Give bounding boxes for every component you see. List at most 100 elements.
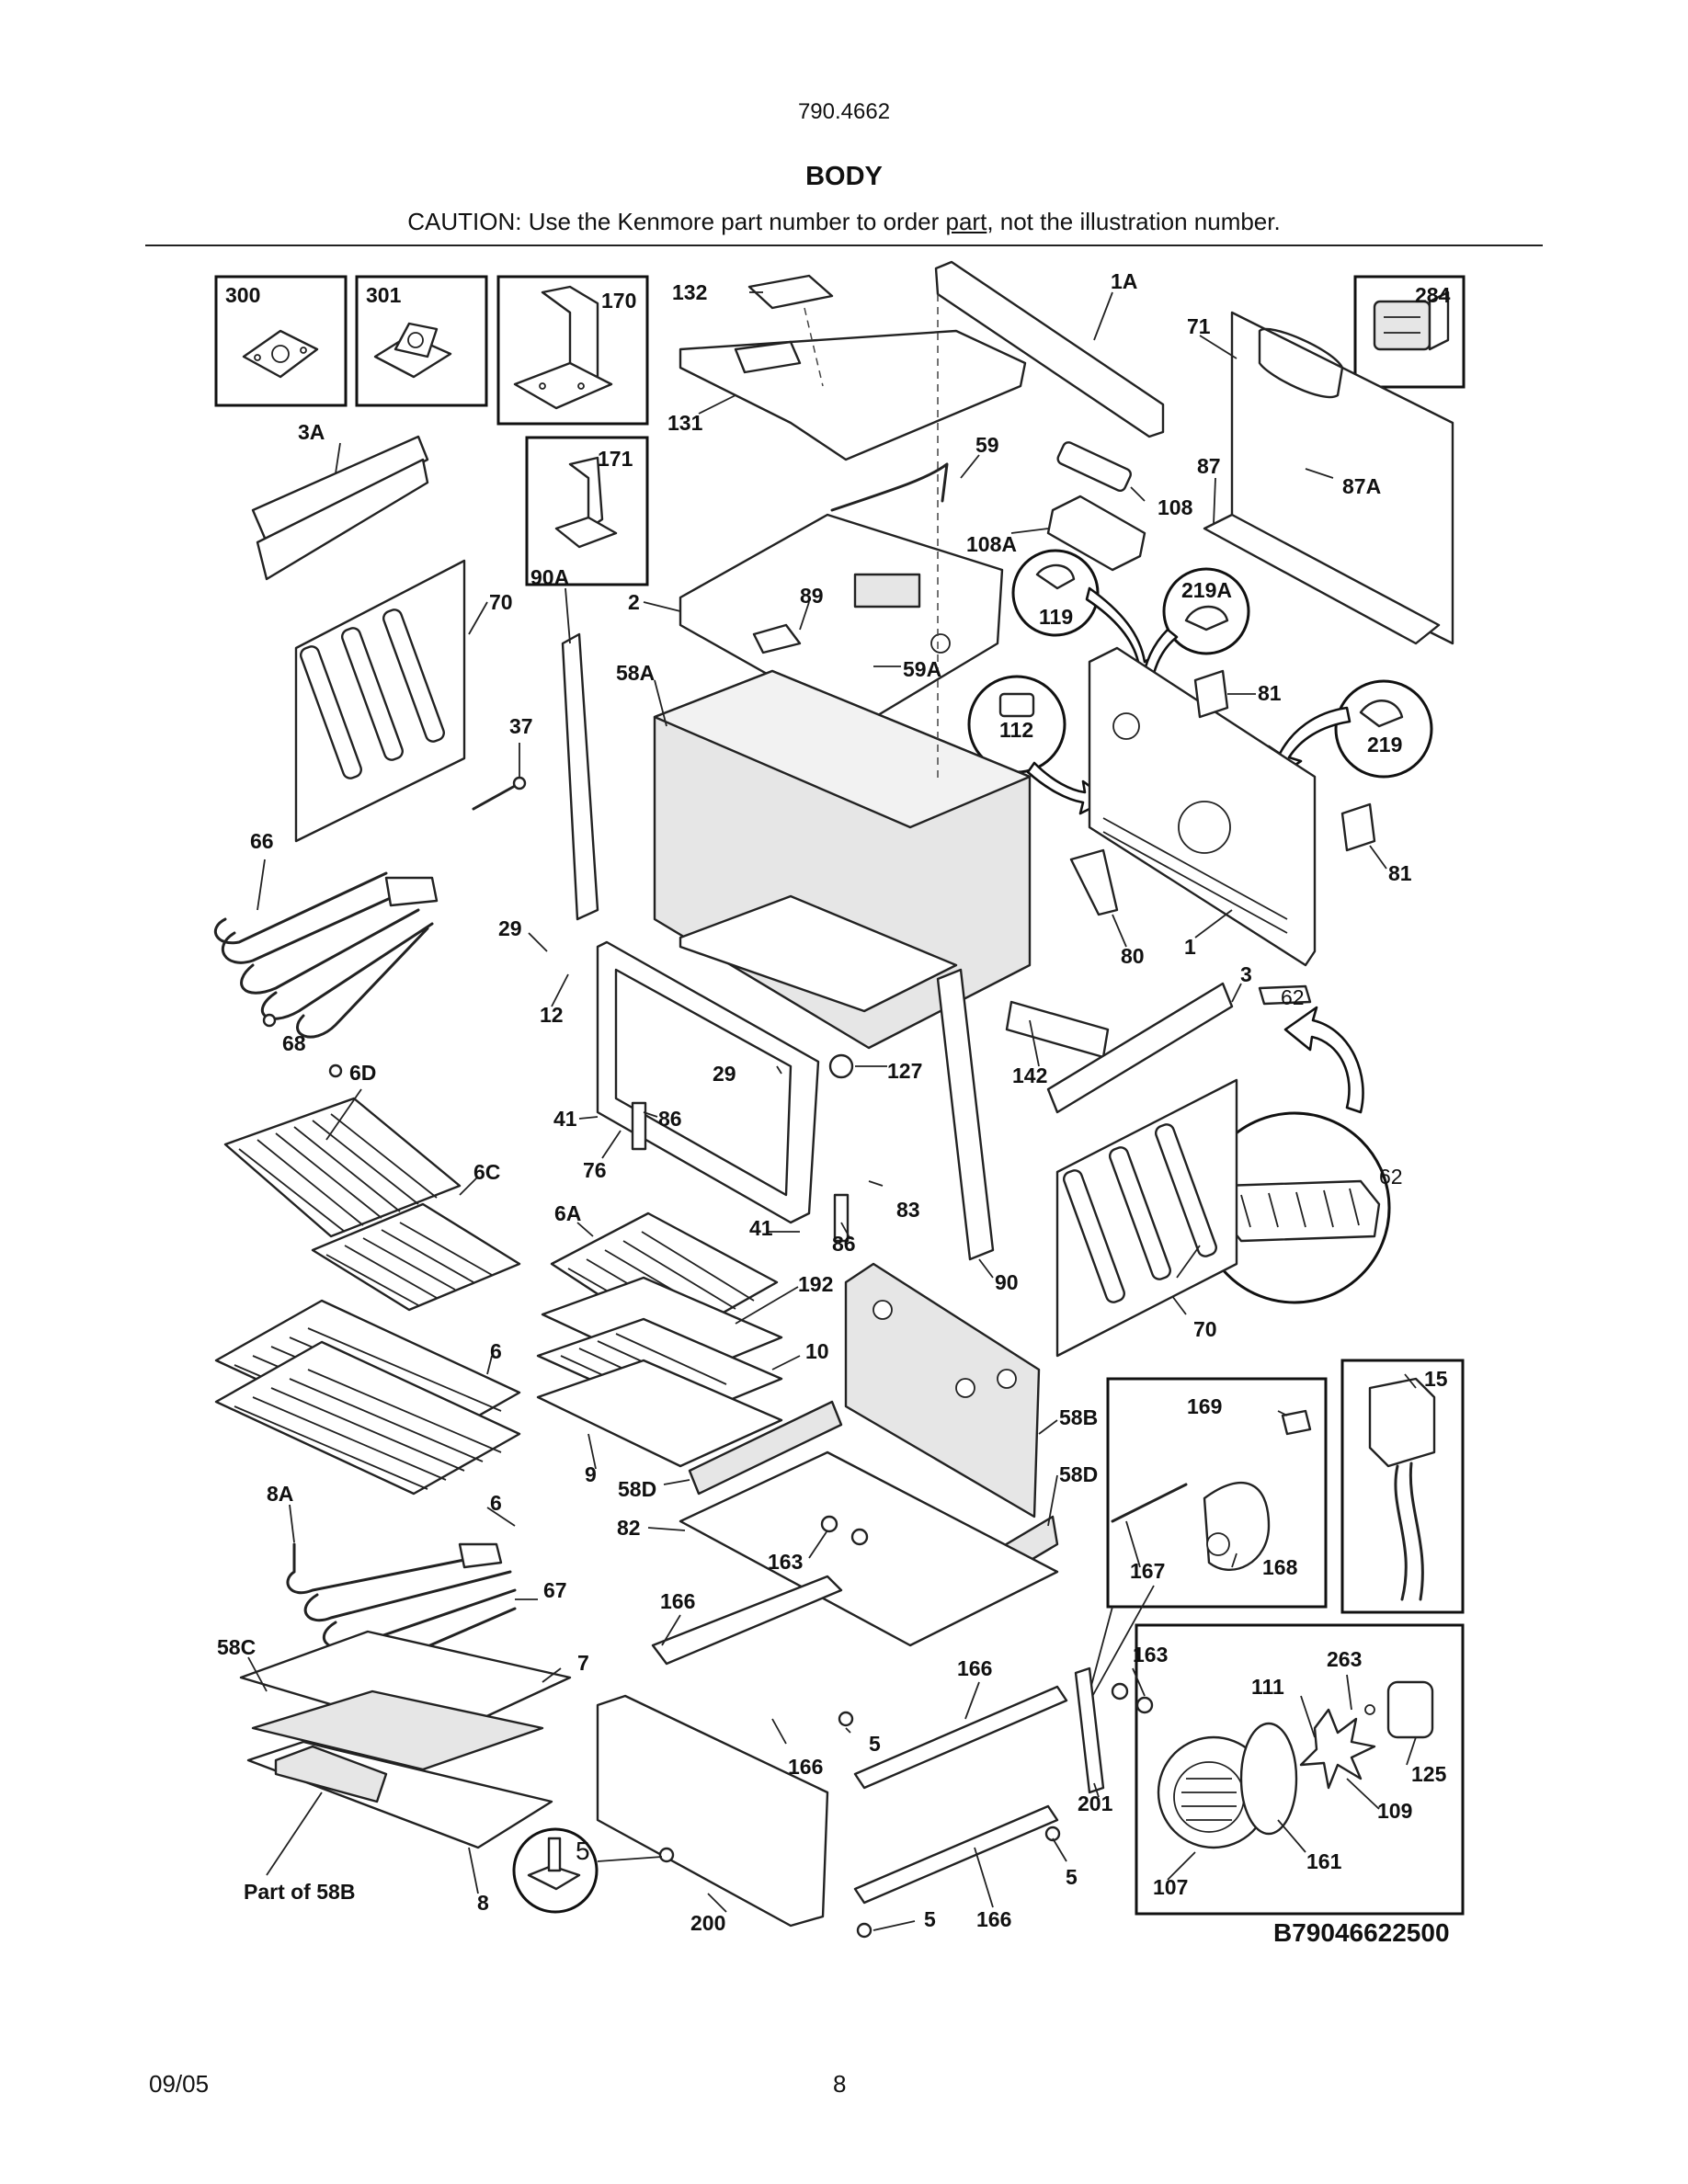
callout-2: 2	[628, 590, 640, 614]
caution-note: CAUTION: Use the Kenmore part number to …	[0, 208, 1688, 236]
header-divider	[145, 245, 1543, 246]
part-1-back-panel-assembly	[1088, 646, 1317, 967]
part-3A-bracket	[251, 435, 429, 581]
part-68-screw	[262, 1013, 343, 1078]
callout-284: 284	[1415, 283, 1451, 307]
part-5-leveling-leg-detail	[512, 1827, 599, 1914]
part-166-rails	[651, 1575, 1068, 1905]
caution-suffix: , not the illustration number.	[987, 208, 1281, 235]
leader-lines	[247, 291, 1417, 1931]
callout-86-upper: 86	[658, 1107, 682, 1131]
callout-9: 9	[585, 1462, 597, 1486]
callout-87A: 87A	[1342, 474, 1381, 498]
part-90-back-trim	[936, 968, 995, 1261]
callout-62-detail: 62	[1379, 1165, 1403, 1189]
part-66-broil-element	[213, 871, 439, 1039]
callout-58C: 58C	[217, 1635, 256, 1659]
inset-box-15	[1340, 1359, 1465, 1614]
callout-76: 76	[583, 1158, 607, 1182]
inset-box-convection-fan	[1135, 1623, 1465, 1916]
part-127-thermostat	[828, 1053, 854, 1079]
callout-6D: 6D	[349, 1061, 376, 1085]
callout-82: 82	[617, 1516, 641, 1540]
part-8-floor-plate	[246, 1740, 553, 1849]
callout-6A: 6A	[554, 1201, 581, 1225]
part-6-racks	[214, 1299, 521, 1496]
part-90A-side-trim	[561, 632, 599, 921]
callout-171: 171	[598, 447, 633, 471]
callout-6C: 6C	[473, 1160, 500, 1184]
part-58B-back-insulation	[844, 1262, 1041, 1519]
callout-200: 200	[690, 1911, 725, 1935]
callout-166-lower: 166	[788, 1755, 823, 1779]
part-108A-channel	[1046, 495, 1146, 572]
callout-201: 201	[1078, 1792, 1113, 1815]
callout-1A: 1A	[1111, 269, 1137, 293]
callout-58B: 58B	[1059, 1405, 1098, 1429]
callout-109: 109	[1377, 1799, 1412, 1823]
callout-8A: 8A	[267, 1482, 293, 1506]
part-58C-insulation	[251, 1689, 544, 1771]
part-6D-rack	[223, 1097, 462, 1238]
section-title: BODY	[805, 162, 883, 191]
callout-7: 7	[577, 1651, 589, 1675]
inset-box-300	[214, 275, 348, 407]
callout-68: 68	[282, 1031, 306, 1055]
balloon-112	[967, 675, 1110, 815]
callout-163-right: 163	[1133, 1643, 1168, 1666]
callout-167: 167	[1130, 1559, 1165, 1583]
callout-83: 83	[896, 1198, 920, 1222]
callout-161: 161	[1306, 1849, 1342, 1873]
part-131-top-panel	[679, 329, 1027, 461]
callout-300: 300	[225, 283, 260, 307]
callout-86-lower: 86	[832, 1232, 856, 1256]
callout-3: 3	[1240, 962, 1252, 986]
callout-59A: 59A	[903, 657, 941, 681]
callout-8: 8	[477, 1891, 489, 1915]
callout-89: 89	[800, 584, 824, 608]
callout-6-lower: 6	[490, 1491, 502, 1515]
inset-box-167-169	[1084, 1377, 1328, 1711]
callout-108A: 108A	[966, 532, 1017, 556]
model-number: 790.4662	[797, 99, 891, 124]
callout-219: 219	[1367, 733, 1402, 756]
callout-5-bottom: 5	[924, 1907, 936, 1931]
callout-37: 37	[509, 714, 533, 738]
callout-58A: 58A	[616, 661, 655, 685]
callout-111: 111	[1251, 1675, 1284, 1699]
callout-87: 87	[1197, 454, 1221, 478]
callout-29-lower: 29	[713, 1062, 736, 1086]
callout-127: 127	[887, 1059, 922, 1083]
callout-70-left: 70	[489, 590, 513, 614]
inset-box-171	[525, 436, 649, 586]
part-58A-outer-wrapper	[653, 669, 1032, 1050]
callout-62-upper: 62	[1281, 985, 1305, 1009]
caution-part-link: part	[945, 208, 987, 235]
callout-192: 192	[798, 1272, 833, 1296]
part-80-bracket	[1069, 848, 1119, 916]
inset-box-170	[496, 275, 649, 426]
callout-80: 80	[1121, 944, 1145, 968]
callout-166-middle: 166	[957, 1656, 992, 1680]
callout-170: 170	[601, 289, 636, 313]
callout-58D-right: 58D	[1059, 1462, 1098, 1486]
callout-119: 119	[1039, 605, 1073, 629]
part-132-cover	[747, 274, 834, 310]
callout-5-center: 5	[869, 1732, 881, 1756]
callout-131: 131	[667, 411, 703, 435]
part-8A-bake-element	[286, 1542, 517, 1675]
callout-81-upper: 81	[1258, 681, 1282, 705]
inset-box-301	[355, 275, 488, 407]
caution-prefix: CAUTION: Use the Kenmore part number to …	[407, 208, 946, 235]
callout-labels: 300 301 170 171 132 131 1A 284 71 3A 59 …	[217, 269, 1451, 1947]
part-2-cooktop-support	[679, 513, 1004, 728]
part-163-feet	[820, 1515, 1154, 1714]
part-37-sensor	[472, 776, 527, 811]
callout-166-bottom: 166	[976, 1907, 1011, 1931]
part-81-brackets	[1193, 669, 1376, 852]
callout-12: 12	[540, 1003, 564, 1027]
callout-219A: 219A	[1181, 578, 1232, 602]
part-5-leveling-legs	[658, 1711, 1061, 1939]
callout-15: 15	[1424, 1367, 1448, 1391]
inset-box-284	[1353, 275, 1466, 389]
